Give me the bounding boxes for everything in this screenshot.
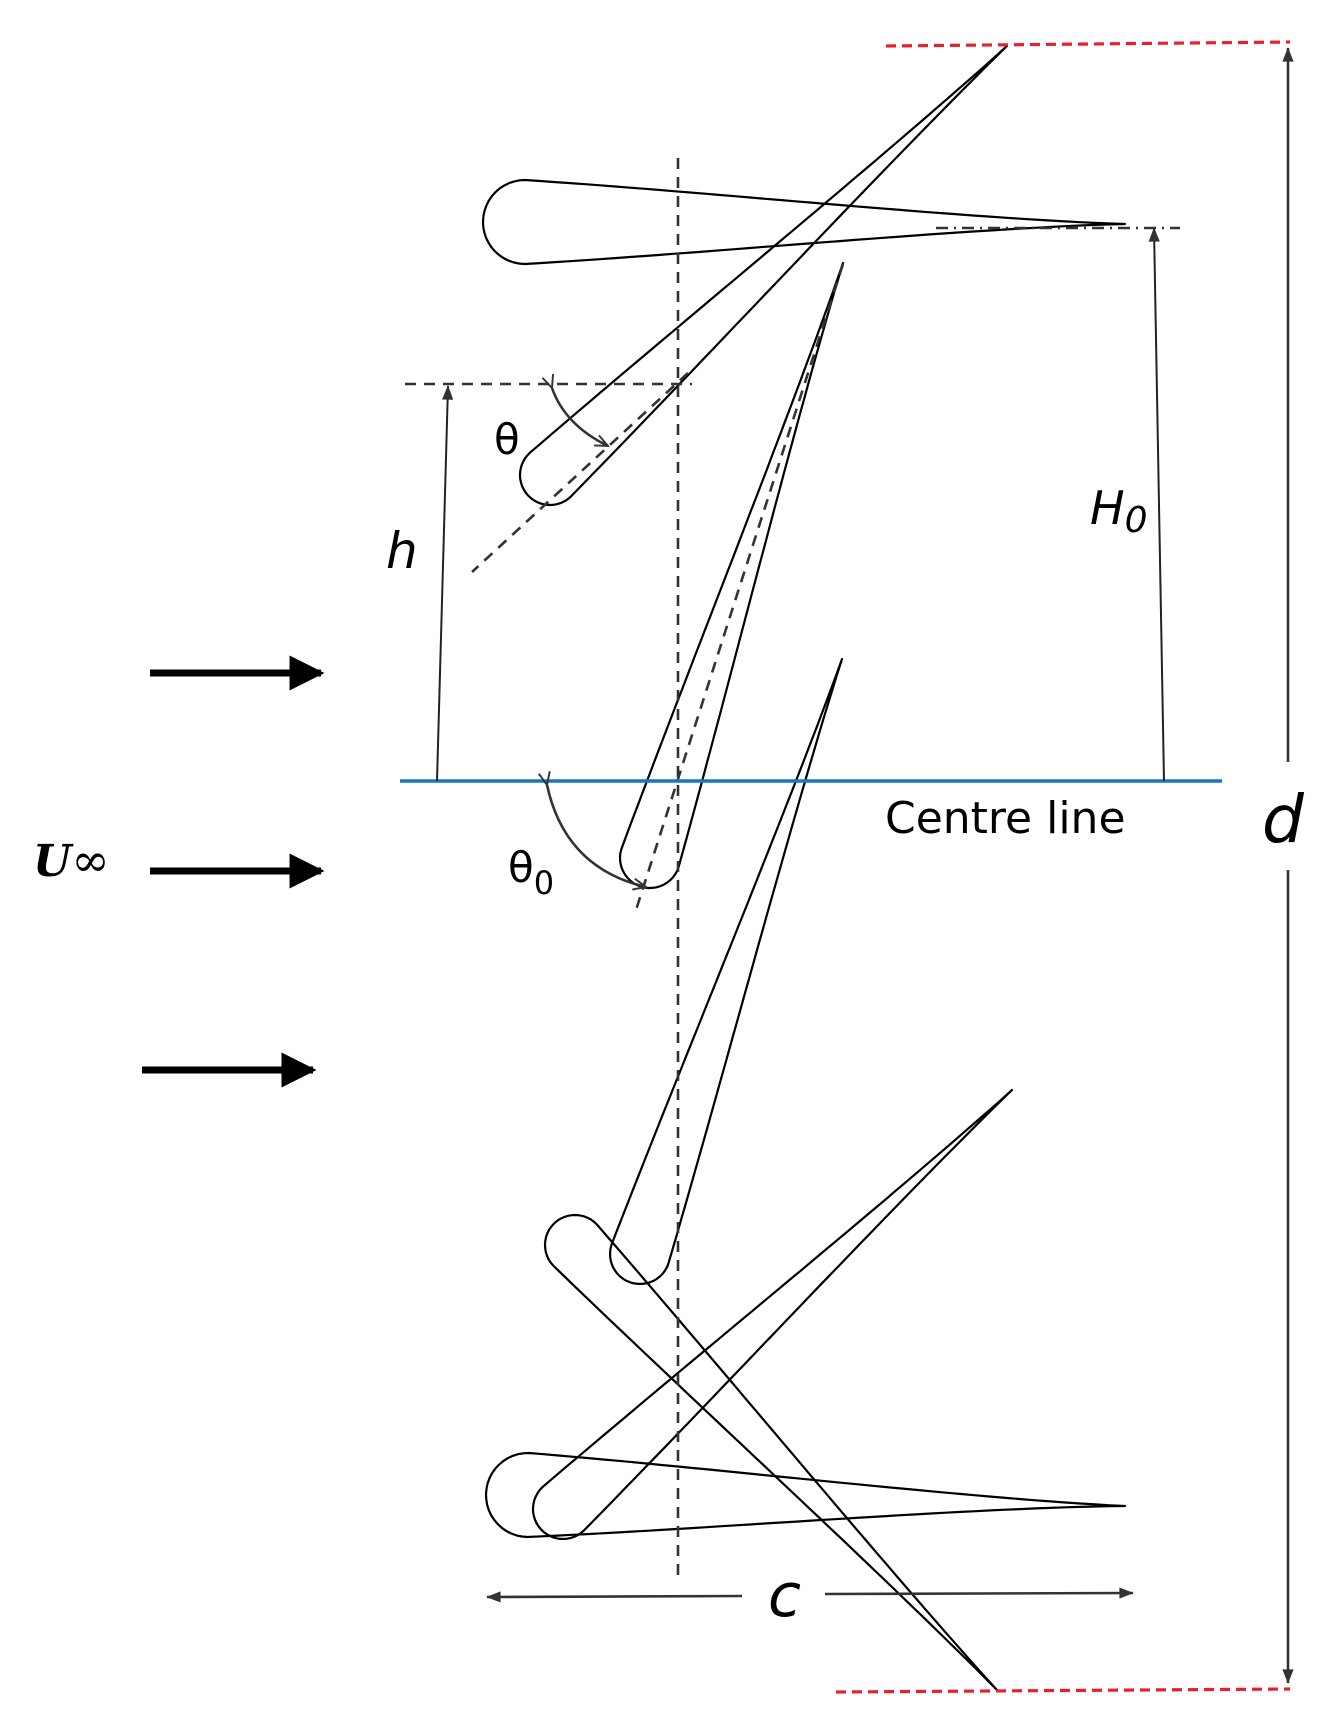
foil-outline-3 [618,261,845,890]
H0-dimension-arrow [1148,227,1165,782]
mid-foil-chord-line [634,263,845,911]
H0-main: H [1090,481,1125,535]
c-dimension-left [486,1591,743,1603]
theta0-label: θ0 [508,843,554,902]
top-envelope-line [885,40,1291,48]
theta0-sub: 0 [534,864,554,902]
h-dimension-arrow [436,385,454,782]
foil-outline-1 [481,178,1127,266]
chord-extension-line [471,372,689,573]
foil-outline-5 [531,1088,1014,1541]
foil-outline-4 [609,657,844,1285]
theta-angle-arc [552,388,608,448]
U-main: U [33,836,74,887]
U-infinity-symbol: ∞ [71,833,109,887]
theta0-main: θ [508,843,534,892]
h-label: h [386,522,418,580]
c-dimension-right [824,1587,1134,1599]
centre-line-label: Centre line [885,793,1126,844]
c-label: c [768,1561,801,1631]
H0-sub: 0 [1125,500,1148,541]
bottom-envelope-line [835,1687,1291,1694]
theta0-angle-arc [547,785,646,887]
foil-outline-6 [543,1213,999,1692]
theta-label: θ [494,415,520,464]
d-label: d [1262,781,1305,858]
foil-outlines [481,44,1127,1692]
H0-label: H0 [1090,481,1148,541]
foil-outline-2 [518,44,1009,507]
foil-outline-7 [484,1451,1127,1539]
U-infinity-label: U∞ [33,833,110,887]
